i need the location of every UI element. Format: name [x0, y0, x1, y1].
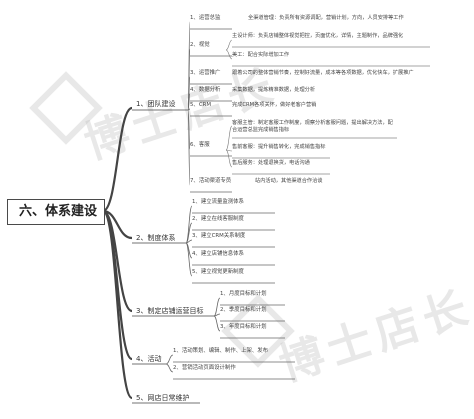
connector-line [225, 39, 233, 51]
team-leaf: 5、CRM [190, 102, 211, 108]
goals-leaf: 2、季度目标和计划 [220, 307, 267, 313]
branch-team: 1、团队建设 [136, 100, 176, 108]
connector-line [225, 49, 233, 60]
connector-line [102, 106, 133, 213]
connector-line [165, 363, 174, 373]
system-leaf: 3、建立CRM关系制度 [192, 233, 246, 239]
branch-goals: 3、制定店铺运营目标 [136, 307, 204, 315]
connector-line [185, 242, 193, 277]
connector-line [185, 222, 193, 244]
system-leaf: 5、建立视觉更新制度 [192, 269, 244, 275]
team-sub: 售后服务：处理退换货，电话沟通 [232, 160, 310, 166]
team-leaf: 3、运营推广 [190, 70, 221, 76]
team-leaf-note: 采集数据，提炼精准数据，处理分析 [232, 87, 316, 93]
connector-line [102, 209, 133, 361]
team-leaf: 7、活动渠道专员 [190, 178, 232, 184]
system-leaf: 2、建立在线客服制度 [192, 216, 244, 222]
branch-activity: 4、活动 [136, 355, 162, 363]
connector-line [225, 125, 233, 151]
goals-leaf: 1、月度目标和计划 [220, 291, 267, 297]
system-leaf: 4、建立店铺信息体系 [192, 251, 244, 257]
connector-line [101, 209, 134, 400]
connector-line [225, 149, 233, 168]
root-node-box [7, 199, 105, 225]
team-leaf-note: 完成CRM各项关怀，做好老客户营销 [232, 102, 317, 108]
goals-leaf: 3、年度目标和计划 [220, 324, 267, 330]
team-leaf-note: 站内活动，其他渠道合作洽谈 [255, 178, 323, 184]
connector-line [213, 315, 221, 332]
connector-line [187, 109, 191, 186]
team-sub: 售前客服：提升销售转化，完成销售指标 [232, 144, 326, 150]
connector-line [165, 354, 174, 365]
root-node: 六、体系建设 [19, 204, 98, 219]
team-leaf-note: 跟着公司的整体营销节奏，控制好流量，成本等各项数据，优化快车，扩展推广 [232, 70, 414, 76]
team-leaf: 4、数据分析 [190, 87, 221, 93]
activity-leaf: 1、活动策划、编辑、制作、上架、发布 [173, 348, 269, 354]
connector-line [213, 297, 221, 317]
activity-leaf: 2、营销活动页面设计制作 [173, 365, 236, 371]
system-leaf: 1、建立流量监测体系 [192, 199, 244, 205]
branch-maintenance: 5、网店日常维护 [136, 394, 190, 402]
team-leaf-note: 全渠道管理：负责所有资源调配，营销计划，方向，人员安排等工作 [248, 15, 404, 21]
team-sub: 客服主管：制定客服工作制度，观察分析客服问题，提出解决方法，配合运营总监完成销售… [232, 120, 393, 133]
branch-system: 2、制度体系 [136, 234, 176, 242]
team-leaf: 2、视觉 [190, 42, 210, 48]
connector-line [187, 93, 191, 111]
team-sub: 美工：配合实际增加工作 [232, 52, 290, 58]
team-leaf: 1、运营总监 [190, 15, 221, 21]
team-leaf: 6、客服 [190, 142, 210, 148]
team-sub: 主设计师：负责店铺整体视觉把控，页面优化，详情，主题制作，品牌强化 [232, 33, 404, 39]
